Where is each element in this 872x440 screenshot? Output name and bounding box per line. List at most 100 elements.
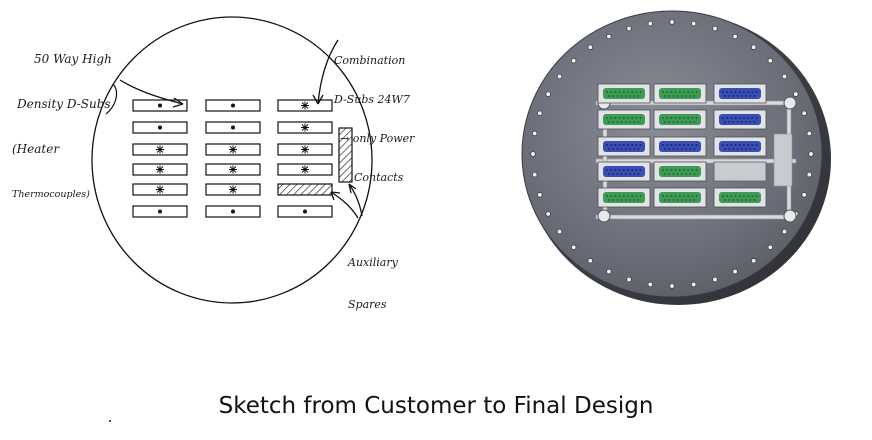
connector-pin (683, 195, 685, 197)
connector-pin (722, 117, 724, 119)
sketch-slot (132, 143, 188, 156)
auxiliary-arrow-1 (330, 191, 359, 219)
connector-pin (722, 91, 724, 93)
connector-pin (743, 117, 745, 119)
connector-pin (612, 95, 615, 97)
connector-pin (616, 148, 619, 150)
connector-pin (612, 148, 615, 150)
connector-pin (637, 199, 640, 201)
connector-pin (730, 144, 733, 146)
connector-pin (680, 95, 683, 97)
connector-pin (631, 117, 634, 119)
connector-pin (622, 169, 625, 171)
connector-pin (693, 121, 696, 123)
sketch-dot-mark (303, 209, 307, 214)
auxiliary-label: Auxiliary Spares (348, 228, 398, 340)
connector-pin (751, 144, 754, 146)
cad-connector-r5-c2 (653, 187, 707, 208)
connector-pin (608, 121, 610, 123)
connector-pin (629, 95, 631, 97)
connector-pin (738, 91, 741, 93)
connector-pin (612, 121, 615, 123)
connector-pin (662, 91, 664, 93)
connector-pin (751, 195, 754, 197)
connector-pin (624, 95, 627, 97)
combination-line-2: D-Subs 24W7 (334, 93, 410, 106)
connector-pin (637, 121, 640, 123)
connector-pin (724, 121, 726, 123)
connector-pin (633, 148, 636, 150)
connector-pin (622, 144, 625, 146)
bolt-hole (767, 244, 773, 250)
connector-pin (639, 117, 642, 119)
connector-pin (726, 144, 729, 146)
bolt-hole (647, 20, 653, 27)
connector-pin (616, 173, 619, 175)
sketch-slot (205, 121, 261, 134)
connector-pin (695, 195, 698, 197)
connector-pin (755, 144, 758, 146)
connector-pin (618, 169, 621, 171)
bolt-hole (691, 281, 697, 288)
connector-pin (672, 121, 675, 123)
connector-pin (637, 148, 640, 150)
connector-pin (691, 91, 694, 93)
sketch-dot-mark (231, 103, 235, 108)
connector-pin (695, 117, 698, 119)
bolt-hole (669, 283, 675, 289)
connector-pin (743, 144, 745, 146)
connector-pin (749, 121, 752, 123)
connector-pin (680, 173, 683, 175)
connector-pin (627, 117, 629, 119)
connector-pin (614, 195, 617, 197)
connector-pin (689, 121, 692, 123)
connector-pin (674, 144, 677, 146)
bolt-hole (532, 171, 538, 178)
connector-pin (747, 91, 750, 93)
connector-pin (668, 199, 671, 201)
sketch-connector-middle-6 (205, 205, 261, 218)
connector-pin (676, 173, 679, 175)
bolt-hole (556, 73, 563, 80)
bolt-hole (732, 33, 738, 40)
connector-pin (753, 121, 756, 123)
connector-pin (664, 173, 666, 175)
connector-pin (606, 195, 608, 197)
sketch-slot (132, 163, 188, 176)
sketch-star-mark (156, 165, 164, 174)
sketch-connector-right-4 (277, 163, 333, 176)
connector-pin (691, 117, 694, 119)
sketch-star-mark (301, 123, 309, 132)
connector-pin (629, 173, 631, 175)
bolt-hole (732, 268, 738, 275)
flange-outline (91, 16, 373, 304)
cad-drawing (521, 10, 831, 305)
sketch-star-mark (156, 185, 164, 194)
high-density-line-1: 50 Way High (34, 52, 112, 66)
connector-pin (683, 117, 685, 119)
bolt-hole (606, 268, 612, 275)
cad-connector-r1-c1 (597, 83, 651, 104)
cad-connector-r2-c2 (653, 109, 707, 130)
connector-pin (639, 91, 642, 93)
connector-pin (745, 199, 747, 201)
connector-pin (666, 195, 669, 197)
sketch-slot (205, 99, 261, 112)
connector-pin (693, 148, 696, 150)
connector-pin (616, 121, 619, 123)
connector-pin (745, 121, 747, 123)
connector-pin (680, 199, 683, 201)
auxiliary-arrow-2 (348, 183, 363, 217)
connector-pin (685, 95, 687, 97)
connector-pin (612, 173, 615, 175)
connector-pin (676, 95, 679, 97)
connector-pin (668, 173, 671, 175)
connector-pin (691, 169, 694, 171)
connector-pin (740, 199, 743, 201)
connector-pin (622, 117, 625, 119)
bolt-hole (781, 228, 788, 235)
connector-pin (730, 117, 733, 119)
connector-pin (693, 95, 696, 97)
high-density-arrow-head (172, 97, 184, 108)
connector-pin (734, 91, 737, 93)
